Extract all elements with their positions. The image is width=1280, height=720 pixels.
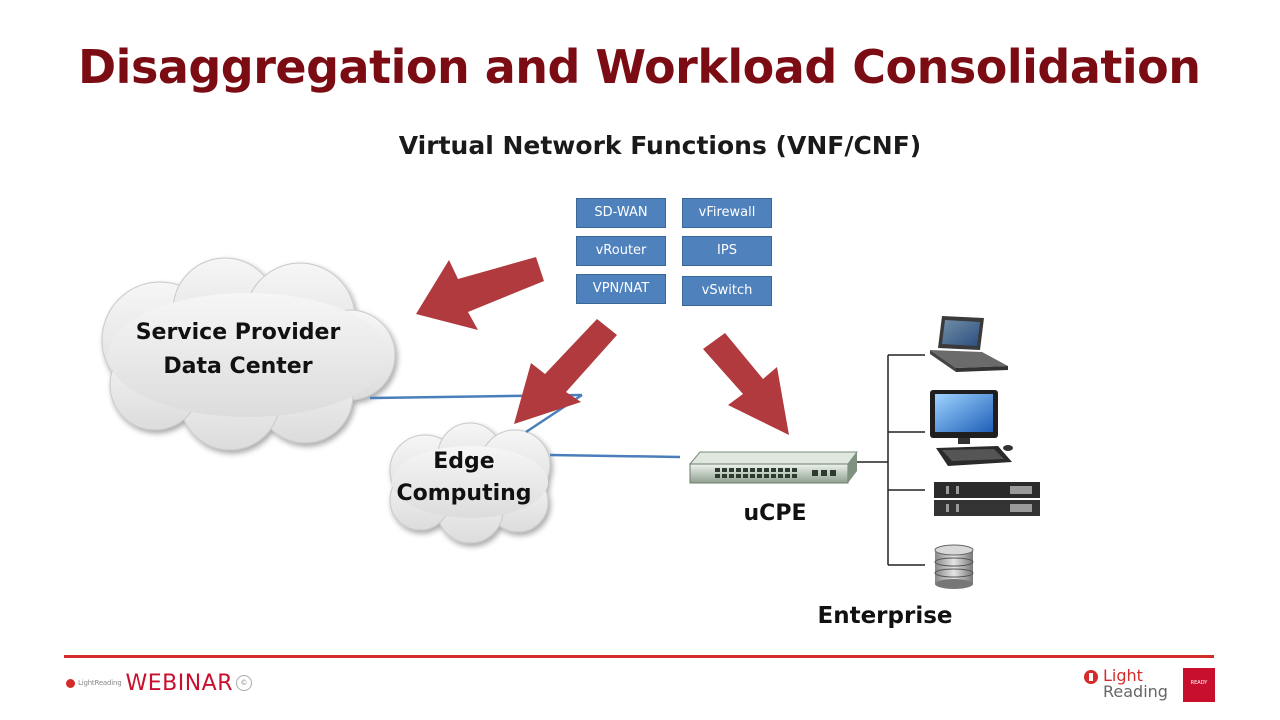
ucpe-switch-icon [688, 451, 858, 484]
edge-label-line1: Edge [433, 449, 495, 474]
light-reading-logo-line1: Light [1103, 666, 1143, 685]
corner-badge: READY [1183, 668, 1215, 702]
laptop-icon [930, 316, 1008, 372]
vnf-box-ips: IPS [682, 236, 772, 266]
enterprise-tree [857, 354, 925, 566]
vnf-heading: Virtual Network Functions (VNF/CNF) [398, 131, 922, 160]
light-reading-mark-icon [1084, 670, 1098, 684]
webinar-logo-small-text: LightReading [78, 679, 122, 687]
enterprise-label: Enterprise [817, 603, 953, 629]
webinar-logo-text: WEBINAR [125, 670, 234, 696]
service-provider-label-line1: Service Provider [135, 320, 341, 345]
edge-label-line2: Computing [396, 481, 532, 506]
service-provider-cloud [101, 257, 396, 451]
edge-computing-label: Edge Computing [384, 446, 544, 510]
light-reading-logo: Light Reading [1084, 666, 1180, 704]
database-icon [934, 544, 974, 589]
ucpe-label: uCPE [743, 501, 807, 526]
service-provider-label-line2: Data Center [163, 354, 313, 379]
server-icon [934, 482, 1040, 516]
edge-computing-cloud [389, 422, 551, 544]
slide-title: Disaggregation and Workload Consolidatio… [78, 40, 1201, 94]
arrows [416, 257, 789, 435]
vnf-box-sd-wan: SD-WAN [576, 198, 666, 228]
desktop-icon [930, 390, 1013, 466]
webinar-logo-dot-icon [66, 678, 75, 688]
webinar-logo: LightReading WEBINAR © [66, 670, 253, 696]
vnf-box-vfirewall: vFirewall [682, 198, 772, 228]
service-provider-label: Service Provider Data Center [118, 316, 358, 384]
vnf-box-vrouter: vRouter [576, 236, 666, 266]
copyright-icon: © [236, 675, 253, 691]
vnf-box-vpn-nat: VPN/NAT [576, 274, 666, 304]
footer-divider [64, 655, 1214, 658]
vnf-box-vswitch: vSwitch [682, 276, 772, 306]
light-reading-logo-line2: Reading [1103, 682, 1168, 701]
